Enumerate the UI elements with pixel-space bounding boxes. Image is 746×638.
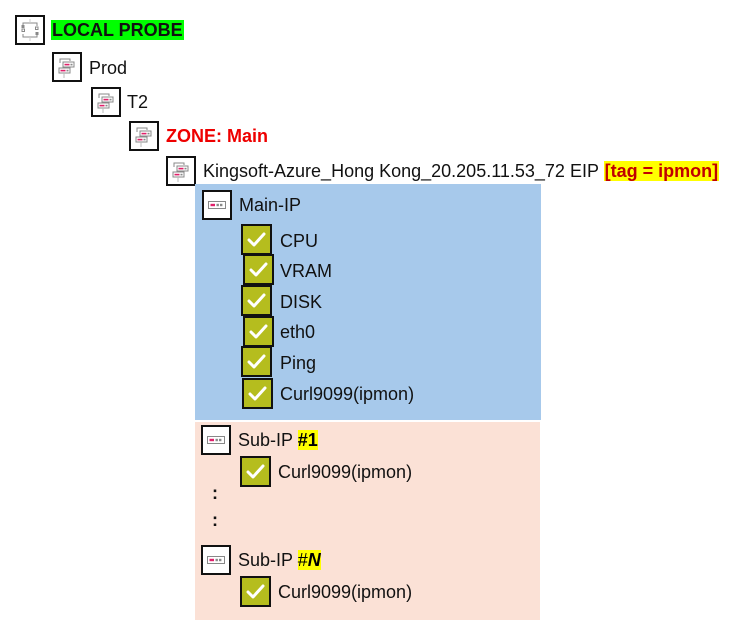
check-icon [247,231,266,248]
sub-ip-number: #1 [297,430,318,450]
check-icon [247,353,266,370]
check-icon [246,463,265,480]
group-t2-label[interactable]: T2 [127,92,149,112]
device-icon[interactable] [201,545,231,575]
check-icon [247,292,266,309]
sensor-label: eth0 [280,322,316,342]
sensor-checkbox-disk[interactable] [241,285,272,316]
sensor-checkbox-cpu[interactable] [241,224,272,255]
sensor-checkbox-vram[interactable] [243,254,274,285]
sensor-checkbox-curl9099[interactable] [240,456,271,487]
sensor-label: CPU [280,231,319,251]
sensor-label: Ping [280,353,317,373]
group-icon[interactable] [166,156,196,186]
zone-main-label[interactable]: ZONE: Main [166,126,268,146]
sensor-checkbox-curl9099[interactable] [242,378,273,409]
device-tag-badge: [tag = ipmon] [603,161,720,181]
check-icon [246,583,265,600]
ellipsis-dots: : [212,483,218,503]
probe-icon[interactable] [15,15,45,45]
check-icon [248,385,267,402]
main-ip-label[interactable]: Main-IP [239,195,302,215]
sensor-label: Curl9099(ipmon) [280,384,415,404]
sub-ip-label: Sub-IP [238,430,293,450]
sub-ip-label: Sub-IP [238,550,293,570]
sensor-label: Curl9099(ipmon) [278,582,413,602]
group-prod-label[interactable]: Prod [89,58,128,78]
device-icon[interactable] [201,425,231,455]
ellipsis-dots: : [212,510,218,530]
root-node-label[interactable]: LOCAL PROBE [51,19,184,41]
group-icon[interactable] [91,87,121,117]
sensor-checkbox-curl9099[interactable] [240,576,271,607]
check-icon [249,323,268,340]
group-icon[interactable] [129,121,159,151]
sub-ip-number: N [307,550,321,570]
device-icon[interactable] [202,190,232,220]
sensor-label: Curl9099(ipmon) [278,462,413,482]
sensor-label: VRAM [280,261,333,281]
sub-ip-n-node[interactable]: Sub-IP #N [238,549,321,571]
sub-ip-number-prefix: # [297,550,308,570]
sensor-checkbox-ping[interactable] [241,346,272,377]
group-icon[interactable] [52,52,82,82]
device-label: Kingsoft-Azure_Hong Kong_20.205.11.53_72… [203,161,599,181]
device-node[interactable]: Kingsoft-Azure_Hong Kong_20.205.11.53_72… [203,160,720,182]
sub-ip-1-node[interactable]: Sub-IP #1 [238,429,318,451]
sensor-checkbox-eth0[interactable] [243,316,274,347]
check-icon [249,261,268,278]
local-probe-label: LOCAL PROBE [51,20,184,40]
sensor-label: DISK [280,292,323,312]
